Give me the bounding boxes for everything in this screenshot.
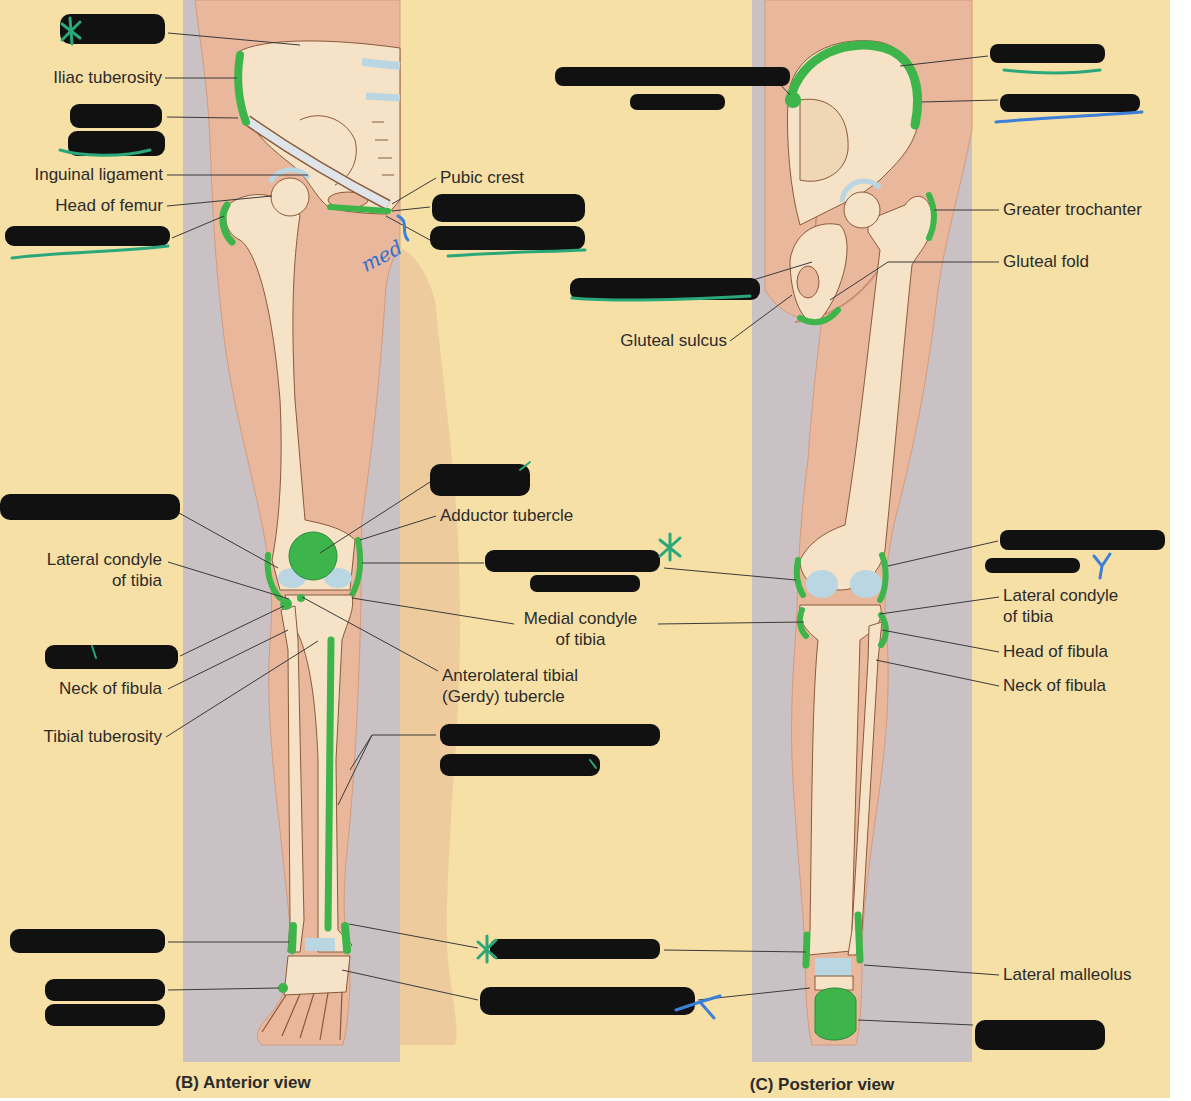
anatomy-label: Tibial tuberosity [7,726,162,747]
handwritten-note: med [358,237,407,276]
anatomy-label: Neck of fibula [1003,675,1153,696]
anatomy-label: Inguinal ligament [3,164,163,185]
view-caption: (C) Posterior view [712,1074,932,1095]
anatomy-label: Head of femur [8,195,163,216]
anatomy-label: Iliac tuberosity [2,67,162,88]
view-caption: (B) Anterior view [133,1072,353,1093]
anatomy-label: Lateral condyle of tibia [1003,585,1128,627]
anatomy-label: Adductor tubercle [440,505,610,526]
anatomy-label: Pubic crest [440,167,590,188]
anatomy-label: Gluteal fold [1003,251,1153,272]
anatomy-label: Neck of fibula [22,678,162,699]
anatomy-label: Medial condyle of tibia [518,608,643,650]
anatomy-label: Lateral condyle of tibia [37,549,162,591]
anatomy-label: Anterolateral tibial (Gerdy) tubercle [442,665,617,707]
anatomy-label: Gluteal sulcus [587,330,727,351]
anatomy-label: Greater trochanter [1003,199,1168,220]
anatomy-label: Lateral malleolus [1003,964,1163,985]
anatomy-label: Head of fibula [1003,641,1153,662]
